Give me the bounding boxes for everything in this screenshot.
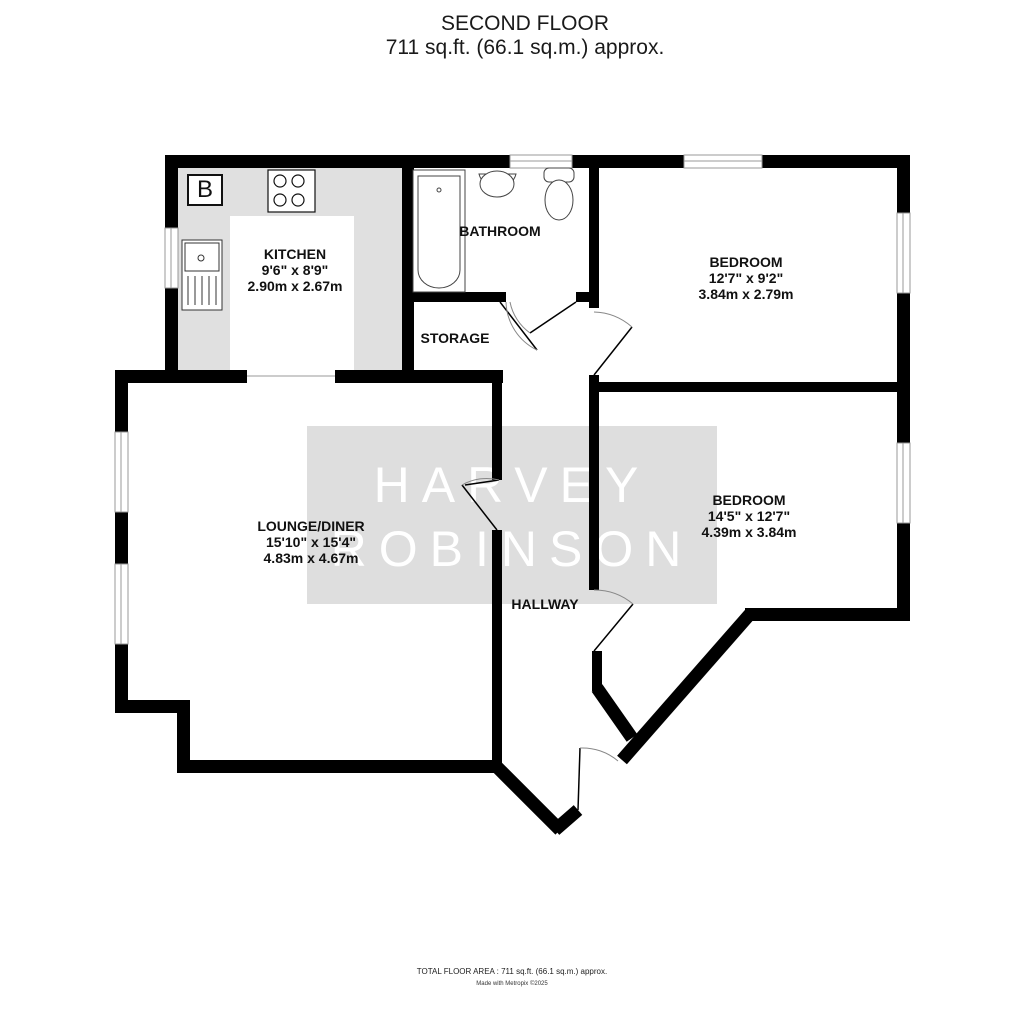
sink-icon bbox=[181, 239, 223, 311]
room-label-storage: STORAGE bbox=[420, 330, 490, 346]
metropix-credit: Made with Metropix ©2025 bbox=[476, 981, 548, 987]
basin-icon bbox=[478, 170, 517, 198]
doors bbox=[461, 301, 634, 811]
windows bbox=[114, 154, 911, 645]
room-label-bedroom-2: BEDROOM 14'5" x 12'7" 4.39m x 3.84m bbox=[701, 492, 797, 540]
toilet-icon bbox=[543, 167, 575, 221]
room-label-bathroom: BATHROOM bbox=[459, 223, 541, 239]
boiler-icon: B bbox=[187, 174, 223, 206]
room-label-hallway: HALLWAY bbox=[511, 596, 579, 612]
floor-title: SECOND FLOOR bbox=[440, 12, 610, 35]
room-label-kitchen: KITCHEN 9'6" x 8'9" 2.90m x 2.67m bbox=[247, 246, 343, 294]
total-floor-area: TOTAL FLOOR AREA : 711 sq.ft. (66.1 sq.m… bbox=[416, 967, 608, 976]
walls bbox=[115, 155, 910, 773]
room-label-bedroom-1: BEDROOM 12'7" x 9'2" 3.84m x 2.79m bbox=[698, 254, 794, 302]
floor-area: 711 sq.ft. (66.1 sq.m.) approx. bbox=[385, 36, 665, 59]
bathtub-icon bbox=[412, 169, 466, 293]
watermark-line-2: ROBINSON bbox=[330, 521, 694, 577]
room-label-lounge-diner: LOUNGE/DINER 15'10" x 15'4" 4.83m x 4.67… bbox=[257, 518, 365, 566]
hob-icon bbox=[267, 169, 316, 213]
diagonal-walls bbox=[492, 609, 755, 835]
watermark-panel bbox=[307, 426, 717, 604]
